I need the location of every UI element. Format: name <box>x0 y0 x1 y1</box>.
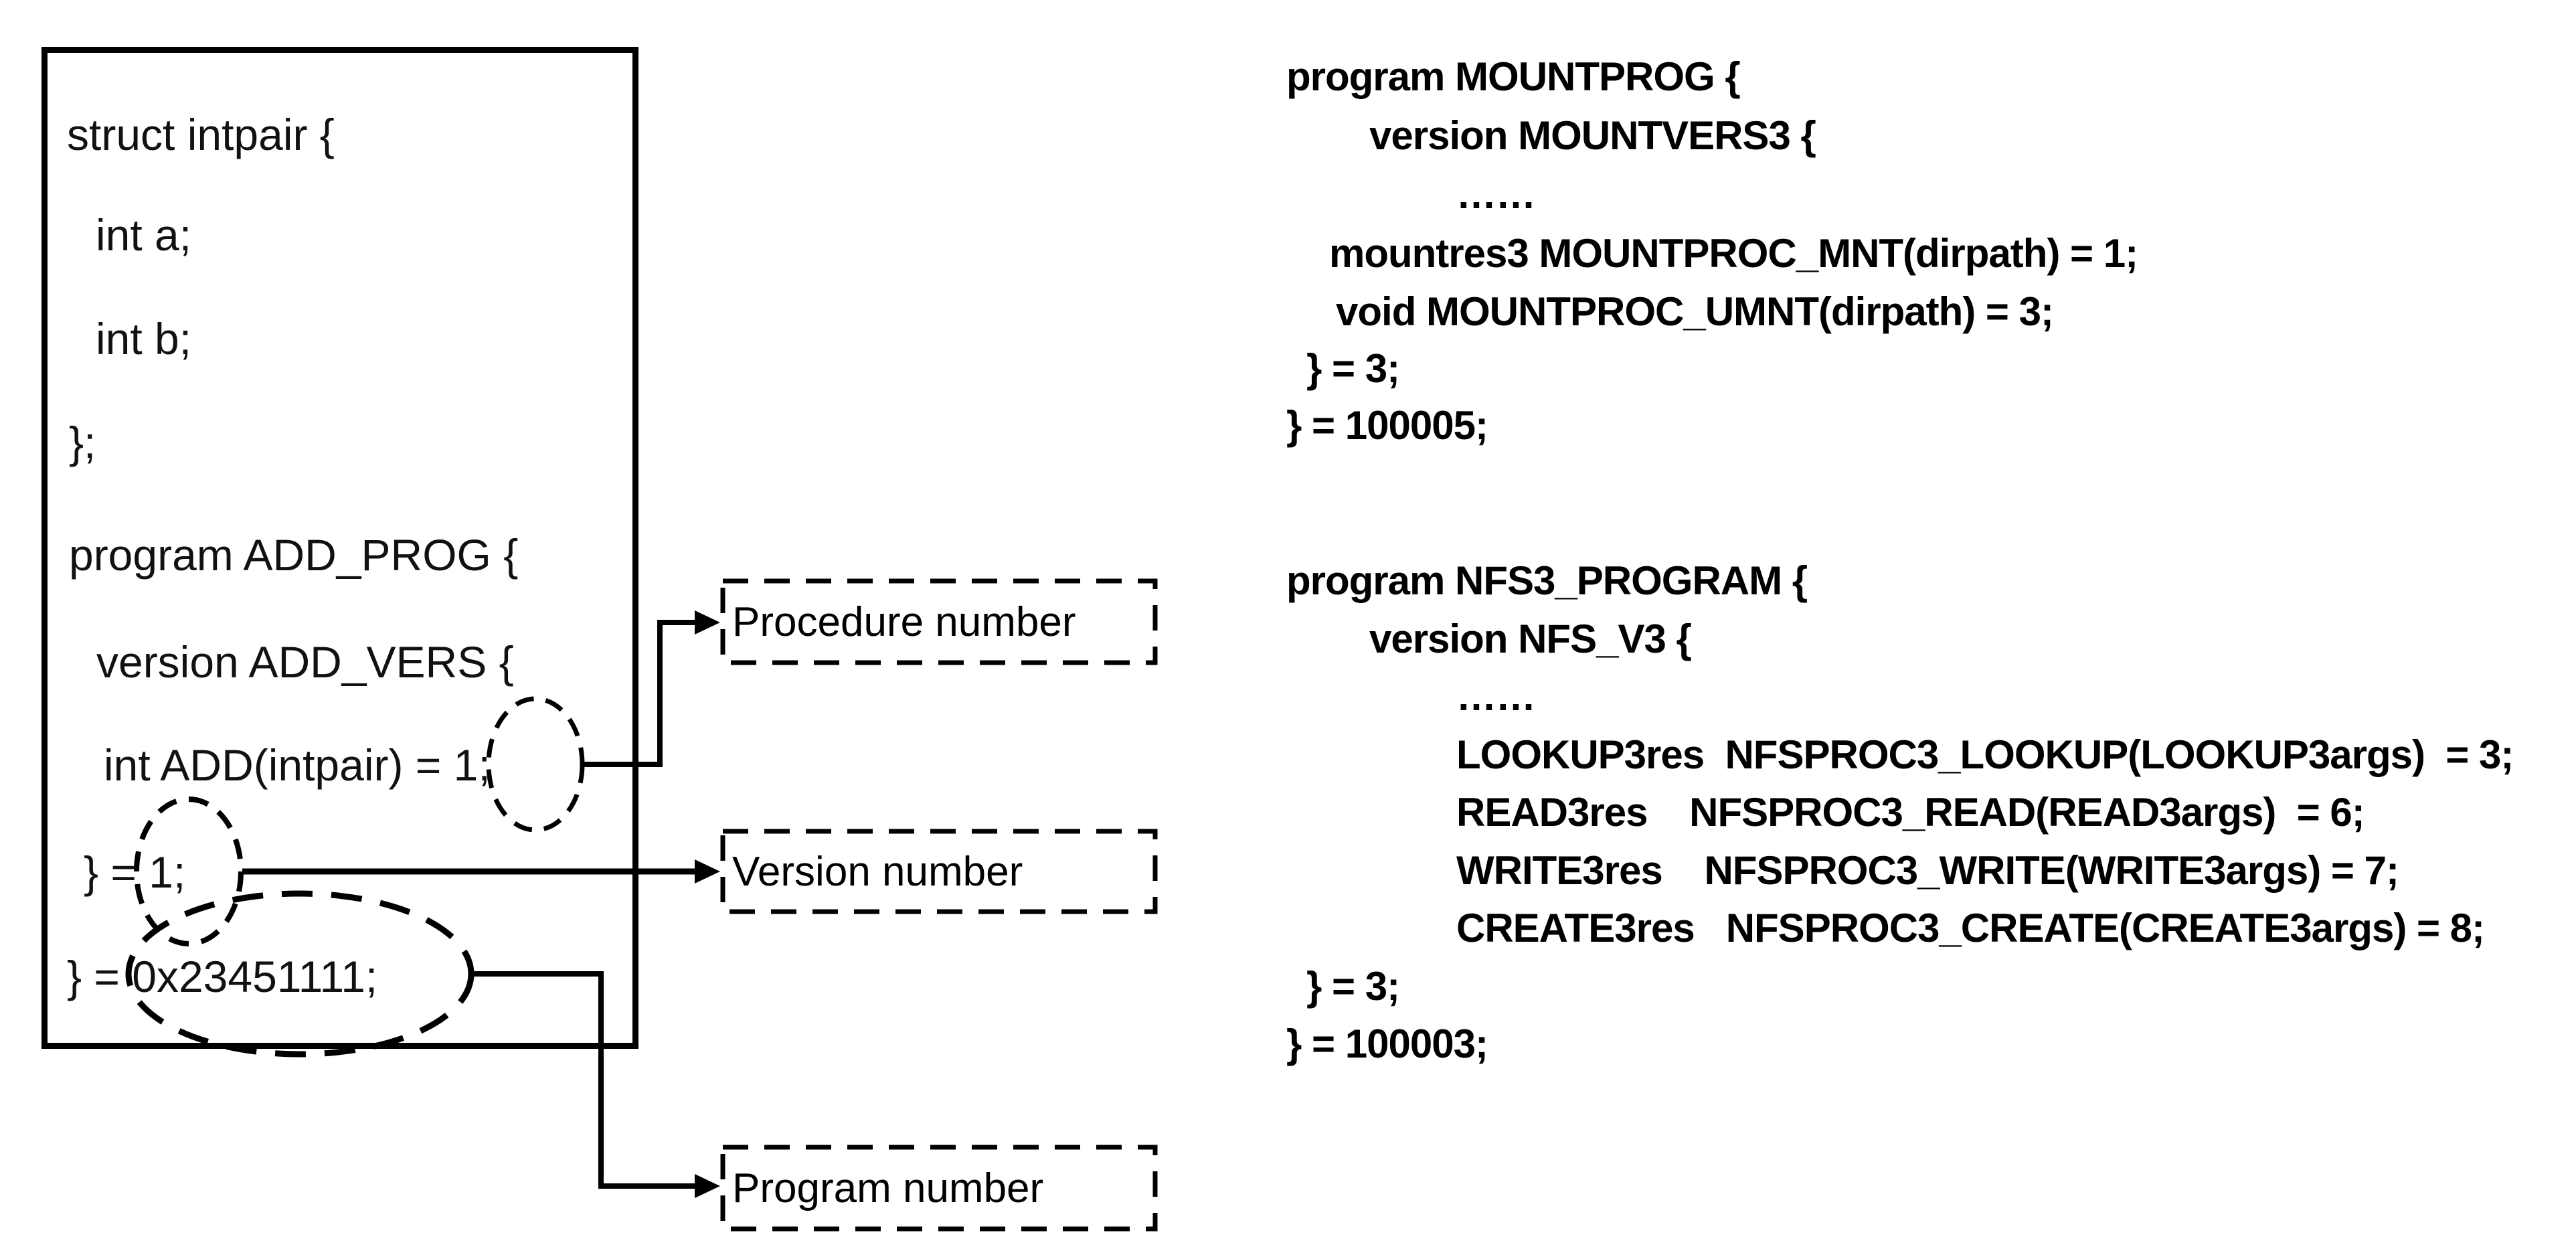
mount-code-line: …… <box>1456 172 1536 217</box>
version-callout-border <box>723 831 1155 912</box>
mount-code-line: mountres3 MOUNTPROC_MNT(dirpath) = 1; <box>1329 231 2138 276</box>
idl-int-a: int a; <box>96 210 192 260</box>
nfs-code-line: CREATE3res NFSPROC3_CREATE(CREATE3args) … <box>1456 906 2485 950</box>
nfs-code-line: program NFS3_PROGRAM { <box>1286 558 1808 603</box>
program-arrow-line <box>471 974 696 1186</box>
idl-program-open: program ADD_PROG { <box>69 530 519 580</box>
procedure-callout-label: Procedure number <box>732 598 1076 645</box>
idl-version-open: version ADD_VERS { <box>96 637 514 687</box>
program-callout-border <box>723 1147 1155 1229</box>
nfs-code-line: READ3res NFSPROC3_READ(READ3args) = 6; <box>1456 790 2365 835</box>
program-callout-label: Program number <box>732 1165 1044 1211</box>
idl-struct-open: struct intpair { <box>67 110 335 159</box>
nfs-code-line: version NFS_V3 { <box>1369 616 1692 661</box>
procedure-callout-border <box>723 581 1155 663</box>
idl-version-number: } = 1; <box>84 847 186 897</box>
nfs-code-line: …… <box>1456 674 1536 719</box>
procedure-arrow-line <box>584 622 696 764</box>
idl-program-number: } = 0x23451111; <box>67 952 378 1001</box>
procedure-number-circle <box>489 699 582 830</box>
idl-proc-add: int ADD(intpair) = 1; <box>104 740 491 790</box>
idl-example-box <box>41 47 638 1049</box>
mount-code-line: version MOUNTVERS3 { <box>1369 113 1816 158</box>
nfs-code-line: LOOKUP3res NFSPROC3_LOOKUP(LOOKUP3args) … <box>1456 732 2514 777</box>
mount-code-line: program MOUNTPROG { <box>1286 54 1741 99</box>
version-arrowhead <box>695 859 720 884</box>
mount-code-line: void MOUNTPROC_UMNT(dirpath) = 3; <box>1336 289 2054 334</box>
nfs-code-line: WRITE3res NFSPROC3_WRITE(WRITE3args) = 7… <box>1456 848 2399 893</box>
idl-struct-close: }; <box>69 418 96 467</box>
version-number-circle <box>137 799 241 944</box>
nfs-code-line: } = 3; <box>1306 964 1400 1009</box>
program-arrowhead <box>695 1174 720 1198</box>
program-number-ellipse <box>128 894 471 1054</box>
version-callout-label: Version number <box>732 848 1023 895</box>
idl-int-b: int b; <box>96 314 192 363</box>
mount-code-line: } = 3; <box>1306 346 1400 391</box>
nfs-code-line: } = 100003; <box>1286 1021 1488 1066</box>
procedure-arrowhead <box>695 610 720 635</box>
mount-code-line: } = 100005; <box>1286 403 1488 448</box>
